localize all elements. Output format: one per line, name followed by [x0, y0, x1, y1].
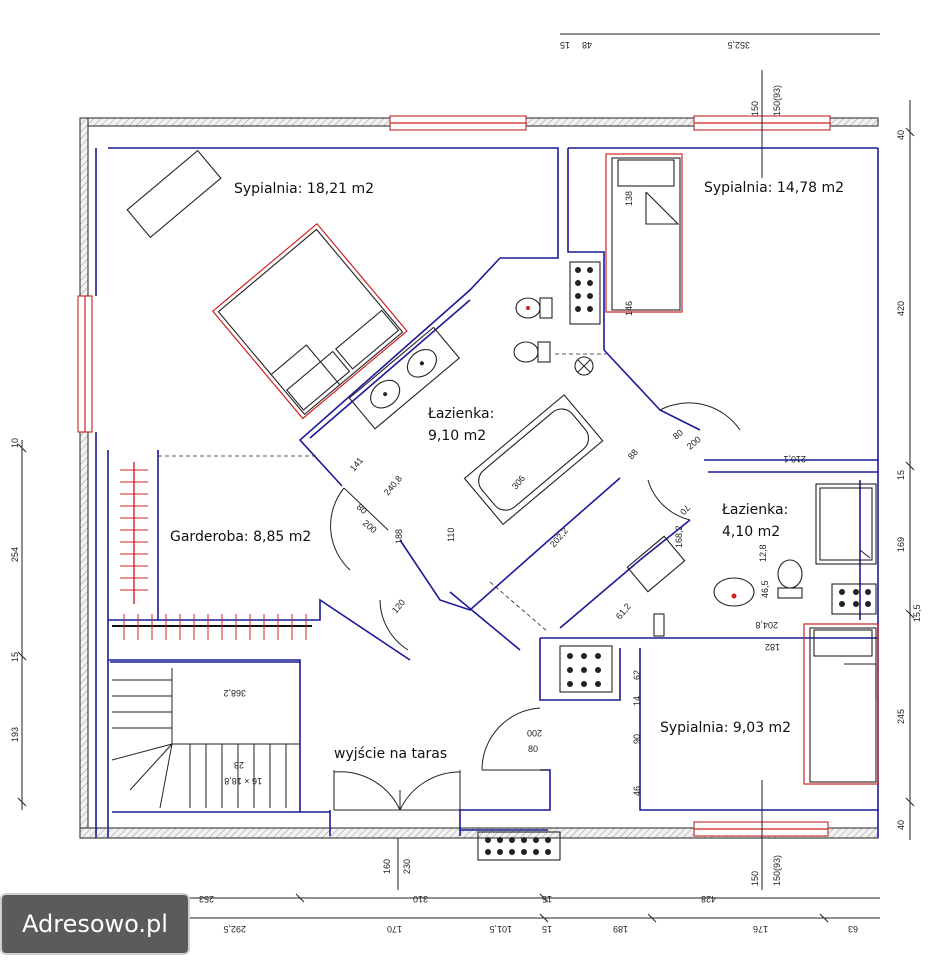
dim-window-3: 150	[750, 871, 760, 886]
dim-interior-14: 120	[390, 597, 407, 615]
dim-door-80-small-bath: 80	[671, 427, 685, 441]
dim-interior-15: 168,2	[674, 525, 684, 548]
dim-top-3: 15	[560, 40, 570, 50]
dim-interior-1: 368,2	[223, 688, 246, 698]
dim-door-80-wardrobe: 80	[355, 502, 369, 516]
dim-right-3: 15	[896, 470, 906, 480]
dim-terrace-door-2: 230	[402, 859, 412, 874]
dim-door-200-small-bath: 200	[685, 434, 703, 451]
dim-interior-17: 12,8	[758, 544, 768, 562]
dim-interior-9: 146	[624, 301, 634, 316]
dim-interior-8: 138	[624, 191, 634, 206]
watermark-text: Adresowo.pl	[22, 910, 168, 938]
dim-stairs-2: 16 × 18,8	[224, 776, 262, 786]
dim-right-2: 420	[896, 301, 906, 316]
dim-window-1: 150	[750, 101, 760, 116]
dimension-lines	[17, 33, 915, 923]
room-labels: Sypialnia: 18,21 m2 Sypialnia: 14,78 m2 …	[170, 180, 844, 762]
dim-door-14: 14	[632, 696, 642, 706]
dim-window-2: 150(93)	[772, 85, 782, 116]
dim-bottom-2e: 189	[613, 924, 628, 934]
dim-right-6: 245	[896, 709, 906, 724]
dim-terrace-door-1: 160	[382, 859, 392, 874]
dim-left-1: 10	[10, 438, 20, 448]
dim-left-3: 15	[10, 652, 20, 662]
dim-door-80: 80	[528, 744, 538, 754]
room-label-bathroom-main: Łazienka:	[427, 406, 494, 422]
dim-door-46: 46	[632, 786, 642, 796]
doors	[330, 402, 741, 811]
dim-left-4: 193	[10, 727, 20, 742]
room-label-bathroom-small: Łazienka:	[721, 502, 788, 518]
dim-bottom-2c: 101,5	[489, 924, 512, 934]
dim-door-200-wardrobe: 200	[361, 518, 379, 535]
room-label-bedroom-se: Sypialnia: 9,03 m2	[660, 720, 791, 736]
watermark-badge: Adresowo.pl	[0, 893, 190, 955]
dim-interior-10: 141	[348, 455, 365, 473]
dim-bottom-2d: 15	[542, 924, 552, 934]
dimension-texts: 352,5 48 15 40 420 15 169 15,5 245 40 10…	[10, 40, 922, 934]
furniture	[111, 149, 879, 861]
dim-bottom-2f: 176	[753, 924, 768, 934]
dim-left-2: 254	[10, 547, 20, 562]
dim-bottom-2g: 63	[848, 924, 858, 934]
room-label-bedroom-main: Sypialnia: 18,21 m2	[234, 181, 374, 197]
dim-interior-6: 188	[394, 529, 404, 544]
dim-bottom-1d: 428	[701, 894, 716, 904]
room-label-wardrobe: Garderoba: 8,85 m2	[170, 529, 311, 545]
dim-bottom-1a: 253	[199, 894, 214, 904]
dim-top-1: 352,5	[727, 40, 750, 50]
dim-interior-3: 202,2	[548, 526, 570, 550]
dim-door-200: 200	[527, 728, 542, 738]
dim-bottom-2b: 170	[387, 924, 402, 934]
dim-interior-5: 210,1	[783, 454, 806, 464]
room-area-bathroom-main: 9,10 m2	[428, 428, 486, 444]
dim-door-90: 90	[632, 734, 642, 744]
room-label-bedroom-ne: Sypialnia: 14,78 m2	[704, 180, 844, 196]
dim-top-2: 48	[582, 40, 592, 50]
dim-interior-2: 306	[510, 473, 527, 491]
dim-interior-7: 182	[765, 642, 780, 652]
label-terrace-exit: wyjście na taras	[334, 746, 447, 762]
dim-bottom-2a: 292,5	[223, 924, 246, 934]
dim-interior-11: 240,8	[382, 474, 404, 498]
dim-window-4: 150(93)	[772, 855, 782, 886]
dim-interior-12: 88	[626, 447, 640, 461]
dim-interior-13: 110	[446, 528, 456, 542]
dim-interior-18: 46,5	[760, 580, 770, 598]
dim-interior-4: 204,8	[755, 620, 778, 630]
dim-bottom-1b: 310	[413, 894, 428, 904]
room-area-bathroom-small: 4,10 m2	[722, 524, 780, 540]
dim-right-1: 40	[896, 130, 906, 140]
dim-bottom-1c: 15	[542, 894, 552, 904]
dim-right-4: 169	[896, 537, 906, 552]
dim-stairs-1: 28	[234, 760, 244, 770]
interior-walls	[95, 147, 879, 838]
dim-right-5: 15,5	[912, 604, 922, 622]
dim-door-62: 62	[632, 670, 642, 680]
dim-door-70: 70	[678, 503, 692, 517]
dim-right-7: 40	[896, 820, 906, 830]
dim-interior-16: 61,2	[614, 601, 633, 621]
